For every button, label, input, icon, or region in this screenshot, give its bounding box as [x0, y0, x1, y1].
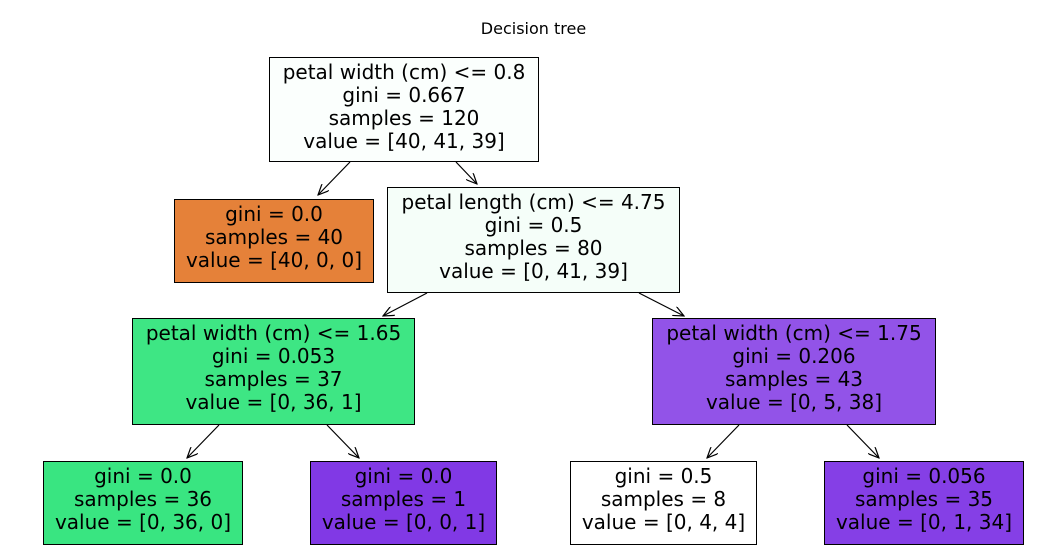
tree-node-leaf-rl: gini = 0.5 samples = 8 value = [0, 4, 4] [570, 461, 757, 545]
edge-length-to-width-right [638, 292, 684, 316]
node-samples: samples = 40 [204, 225, 344, 249]
tree-node-leaf-lr: gini = 0.0 samples = 1 value = [0, 0, 1] [310, 461, 497, 545]
node-gini: gini = 0.056 [862, 464, 986, 488]
node-value: value = [40, 41, 39] [303, 129, 505, 153]
tree-node-width-split-left: petal width (cm) <= 1.65 gini = 0.053 sa… [132, 318, 415, 425]
node-samples: samples = 8 [600, 487, 727, 511]
edge-right-to-leaf-rr [846, 424, 879, 458]
edge-right-to-leaf-rl [707, 424, 740, 458]
node-samples: samples = 37 [204, 367, 343, 391]
node-samples: samples = 1 [340, 487, 467, 511]
node-gini: gini = 0.5 [614, 464, 713, 488]
edge-left-to-leaf-lr [326, 424, 359, 458]
tree-node-leaf-rr: gini = 0.056 samples = 35 value = [0, 1,… [824, 461, 1024, 545]
node-condition: petal width (cm) <= 1.65 [145, 321, 402, 345]
node-gini: gini = 0.206 [732, 344, 856, 368]
edge-root-to-setosa [318, 161, 351, 195]
node-gini: gini = 0.0 [354, 464, 453, 488]
node-gini: gini = 0.053 [211, 344, 336, 368]
tree-node-length-split: petal length (cm) <= 4.75 gini = 0.5 sam… [387, 187, 680, 293]
edge-root-to-length-split [455, 161, 477, 184]
tree-node-leaf-setosa: gini = 0.0 samples = 40 value = [40, 0, … [174, 199, 374, 283]
tree-node-width-split-right: petal width (cm) <= 1.75 gini = 0.206 sa… [652, 318, 936, 425]
node-value: value = [0, 36, 0] [54, 510, 232, 534]
diagram-title: Decision tree [480, 19, 587, 38]
node-value: value = [0, 4, 4] [581, 510, 746, 534]
node-condition: petal length (cm) <= 4.75 [401, 190, 666, 214]
tree-node-root: petal width (cm) <= 0.8 gini = 0.667 sam… [269, 57, 539, 162]
node-value: value = [0, 0, 1] [321, 510, 486, 534]
node-value: value = [0, 1, 34] [835, 510, 1013, 534]
node-value: value = [40, 0, 0] [185, 248, 363, 272]
node-gini: gini = 0.0 [225, 202, 323, 226]
node-samples: samples = 36 [73, 487, 213, 511]
edge-length-to-width-left [383, 292, 428, 316]
node-gini: gini = 0.0 [94, 464, 192, 488]
node-gini: gini = 0.5 [484, 213, 583, 237]
node-gini: gini = 0.667 [342, 83, 466, 107]
node-condition: petal width (cm) <= 0.8 [282, 60, 526, 84]
tree-node-leaf-ll: gini = 0.0 samples = 36 value = [0, 36, … [43, 461, 243, 545]
node-value: value = [0, 5, 38] [705, 390, 883, 414]
node-value: value = [0, 36, 1] [185, 390, 362, 414]
node-samples: samples = 80 [464, 236, 603, 260]
node-samples: samples = 120 [328, 106, 480, 130]
edge-left-to-leaf-ll [187, 424, 220, 458]
node-samples: samples = 43 [724, 367, 864, 391]
node-samples: samples = 35 [854, 487, 994, 511]
node-value: value = [0, 41, 39] [439, 259, 628, 283]
node-condition: petal width (cm) <= 1.75 [666, 321, 922, 345]
